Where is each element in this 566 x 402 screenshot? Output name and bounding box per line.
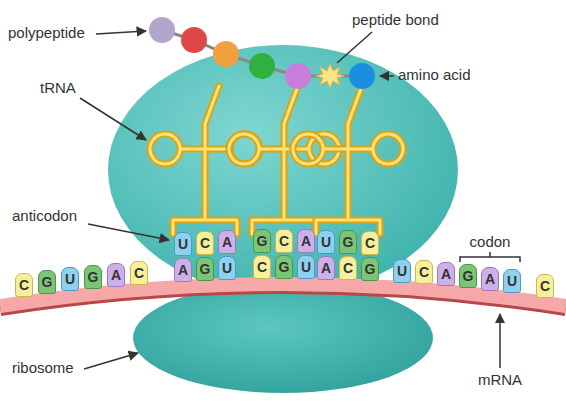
leader-line	[337, 32, 372, 63]
anticodon-base: U	[174, 232, 192, 256]
leader-line	[84, 353, 138, 369]
anticodon-base: A	[297, 229, 315, 253]
part-label: anticodon	[12, 208, 77, 225]
mrna-base: U	[297, 255, 315, 279]
anticodon-base: C	[275, 229, 293, 253]
base-letter: C	[134, 266, 144, 280]
part-label: mRNA	[478, 372, 522, 389]
mrna-base: U	[61, 267, 79, 291]
small-subunit	[133, 283, 433, 393]
mrna-base: C	[15, 273, 33, 297]
mrna-base: C	[536, 274, 554, 298]
amino-acid	[349, 63, 375, 89]
base-letter: U	[507, 274, 517, 288]
amino-acid	[149, 17, 175, 43]
mrna-base: C	[253, 255, 271, 279]
base-letter: G	[365, 262, 376, 276]
mrna-base: U	[503, 269, 521, 293]
peptide-bond-burst	[316, 64, 344, 88]
trna-molecule	[150, 86, 260, 234]
base-letter: C	[343, 261, 353, 275]
mrna-base: C	[130, 261, 148, 285]
mrna-base: G	[38, 270, 56, 294]
base-letter: U	[178, 237, 188, 251]
mrna-base: A	[107, 263, 125, 287]
anticodon-base: A	[218, 230, 236, 254]
amino-acid	[181, 27, 207, 53]
leader-line	[380, 75, 394, 77]
base-letter: C	[19, 278, 29, 292]
base-letter: A	[485, 272, 495, 286]
leader-line	[88, 224, 169, 240]
base-letter: A	[111, 268, 121, 282]
base-letter: G	[343, 235, 354, 249]
anticodon-base: G	[253, 229, 271, 253]
base-letter: A	[321, 261, 331, 275]
base-letter: C	[419, 265, 429, 279]
anticodon-base: C	[361, 231, 379, 255]
base-letter: C	[365, 236, 375, 250]
base-letter: A	[441, 267, 451, 281]
mrna-base: A	[174, 258, 192, 282]
base-letter: G	[279, 260, 290, 274]
base-letter: G	[463, 269, 474, 283]
anticodon-base: U	[317, 230, 335, 254]
base-letter: U	[222, 261, 232, 275]
mrna-base: G	[361, 257, 379, 281]
mrna-base: A	[437, 262, 455, 286]
mrna-base: C	[415, 260, 433, 284]
mrna-base: A	[481, 267, 499, 291]
base-letter: G	[88, 270, 99, 284]
part-label: amino acid	[398, 67, 471, 84]
base-letter: U	[397, 264, 407, 278]
anticodon-base: G	[339, 230, 357, 254]
base-letter: U	[321, 235, 331, 249]
trna-molecule	[293, 86, 403, 234]
part-label: polypeptide	[8, 25, 85, 42]
mrna-base: G	[196, 257, 214, 281]
leader-line	[499, 314, 501, 368]
mrna-base: G	[275, 255, 293, 279]
base-letter: C	[279, 234, 289, 248]
base-letter: U	[65, 272, 75, 286]
mrna-base: G	[84, 265, 102, 289]
base-letter: G	[42, 275, 53, 289]
mrna-base: U	[393, 259, 411, 283]
leader-line	[96, 31, 146, 34]
leader-line	[80, 98, 146, 140]
codon-bracket	[460, 252, 520, 262]
part-label: codon	[470, 234, 511, 251]
base-letter: A	[178, 263, 188, 277]
part-label: tRNA	[40, 80, 76, 97]
base-letter: G	[257, 234, 268, 248]
base-letter: A	[301, 234, 311, 248]
base-letter: C	[540, 279, 550, 293]
base-letter: U	[301, 260, 311, 274]
amino-acid	[213, 41, 239, 67]
leader-lines	[80, 31, 500, 369]
base-letter: C	[200, 236, 210, 250]
amino-acid	[285, 63, 311, 89]
part-label: ribosome	[12, 360, 74, 377]
mrna-base: U	[218, 256, 236, 280]
mrna-base: C	[339, 256, 357, 280]
base-letter: A	[222, 235, 232, 249]
base-letter: C	[257, 260, 267, 274]
part-label: peptide bond	[352, 12, 439, 29]
mrna-base: G	[459, 264, 477, 288]
amino-acid	[249, 53, 275, 79]
anticodon-base: C	[196, 231, 214, 255]
base-letter: G	[200, 262, 211, 276]
mrna-base: A	[317, 256, 335, 280]
